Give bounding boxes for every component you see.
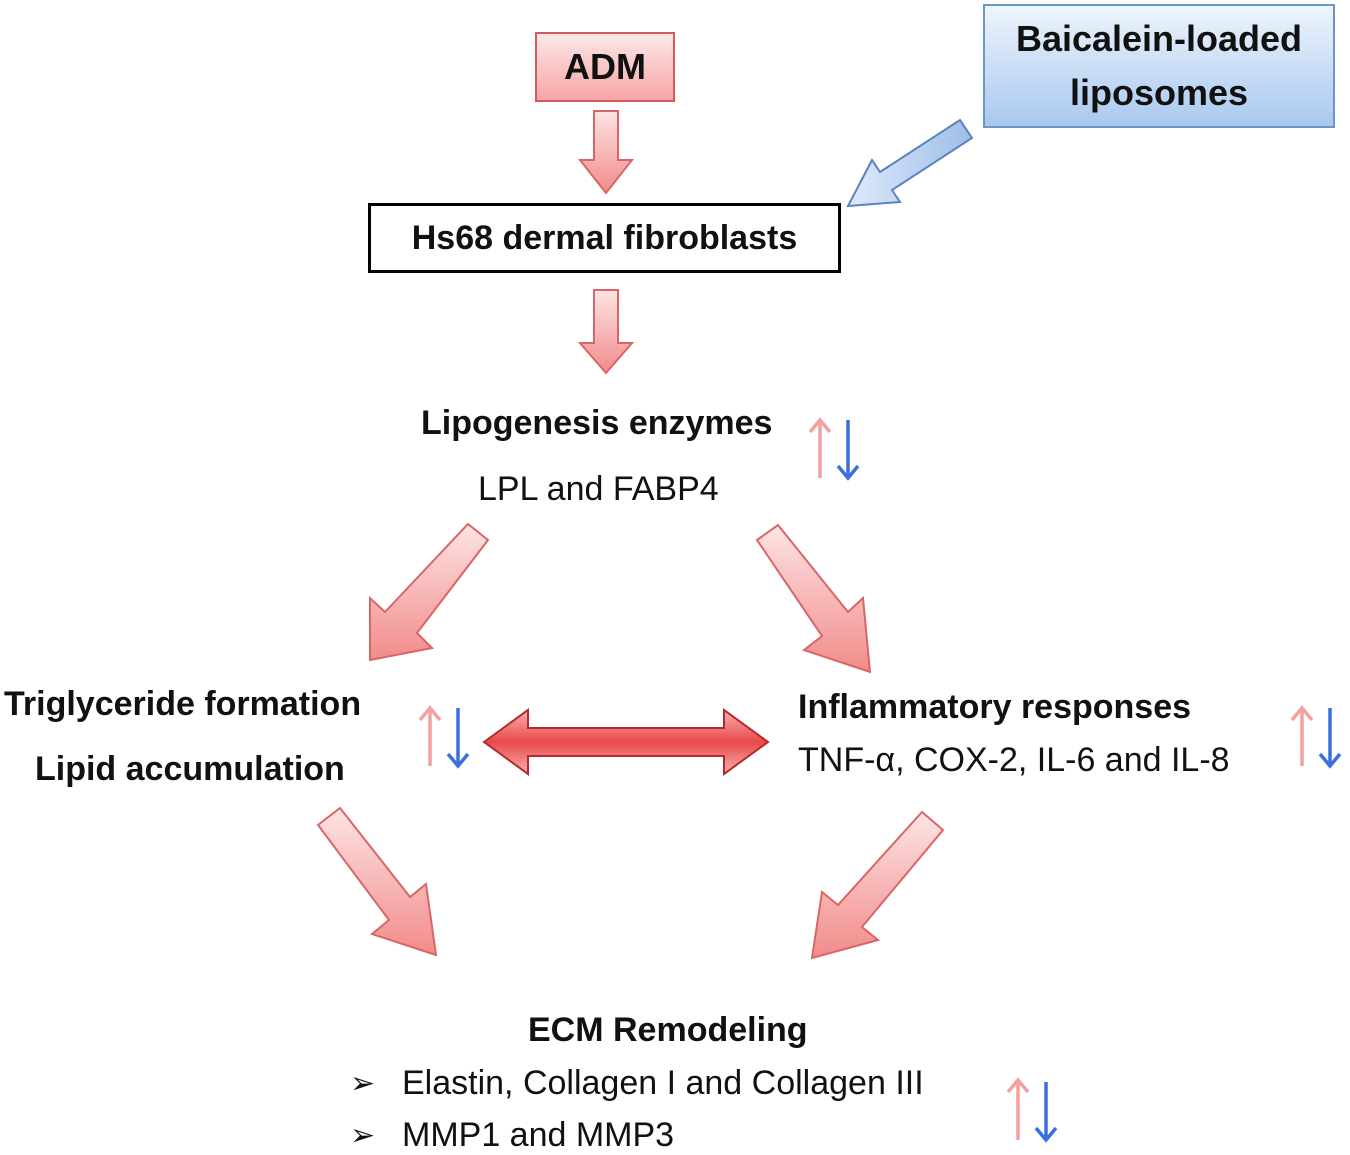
down-arrow-icon xyxy=(1318,708,1342,769)
ecm-up-down xyxy=(1006,1077,1058,1143)
arrow-lipogenesis-to-triglyceride xyxy=(369,522,490,662)
fibroblasts-label: Hs68 dermal fibroblasts xyxy=(411,218,798,257)
inflammatory-detail: TNF-α, COX-2, IL-6 and IL-8 xyxy=(798,741,1230,779)
down-arrow-icon xyxy=(836,420,860,481)
arrow-lipogenesis-to-inflammatory xyxy=(755,523,872,674)
arrow-inflammatory-to-ecm xyxy=(810,810,945,960)
lipogenesis-title: Lipogenesis enzymes xyxy=(421,404,773,442)
arrow-liposomes-to-fibroblasts xyxy=(846,118,974,208)
ecm-title: ECM Remodeling xyxy=(528,1011,808,1049)
inflammatory-up-down xyxy=(1290,705,1342,769)
ecm-bullet-1: ➢ xyxy=(350,1067,376,1100)
ecm-item-1: Elastin, Collagen I and Collagen III xyxy=(402,1064,924,1102)
triglyceride-up-down xyxy=(418,705,470,769)
lipogenesis-up-down xyxy=(808,417,860,481)
adm-node: ADM xyxy=(535,32,675,102)
arrow-fibroblasts-to-lipogenesis xyxy=(577,289,635,375)
ecm-item-2: MMP1 and MMP3 xyxy=(402,1116,675,1154)
arrow-adm-to-fibroblasts xyxy=(577,110,635,195)
liposomes-node: Baicalein-loaded liposomes xyxy=(983,4,1335,128)
lipogenesis-detail: LPL and FABP4 xyxy=(478,470,719,508)
ecm-bullet-2: ➢ xyxy=(350,1119,376,1152)
up-arrow-icon xyxy=(808,417,832,478)
inflammatory-title: Inflammatory responses xyxy=(798,688,1192,726)
up-arrow-icon xyxy=(418,705,442,766)
lipid-accumulation-label: Lipid accumulation xyxy=(35,750,345,788)
down-arrow-icon xyxy=(446,708,470,769)
adm-label: ADM xyxy=(564,46,646,87)
fibroblasts-node: Hs68 dermal fibroblasts xyxy=(368,203,841,273)
up-arrow-icon xyxy=(1006,1077,1030,1140)
double-arrow-triglyceride-inflammatory xyxy=(482,708,770,776)
triglyceride-title: Triglyceride formation xyxy=(4,685,362,723)
down-arrow-icon xyxy=(1034,1082,1058,1143)
liposomes-label-line2: liposomes xyxy=(1069,72,1249,113)
liposomes-label-line1: Baicalein-loaded xyxy=(1015,18,1303,59)
up-arrow-icon xyxy=(1290,705,1314,766)
arrow-triglyceride-to-ecm xyxy=(316,806,438,957)
